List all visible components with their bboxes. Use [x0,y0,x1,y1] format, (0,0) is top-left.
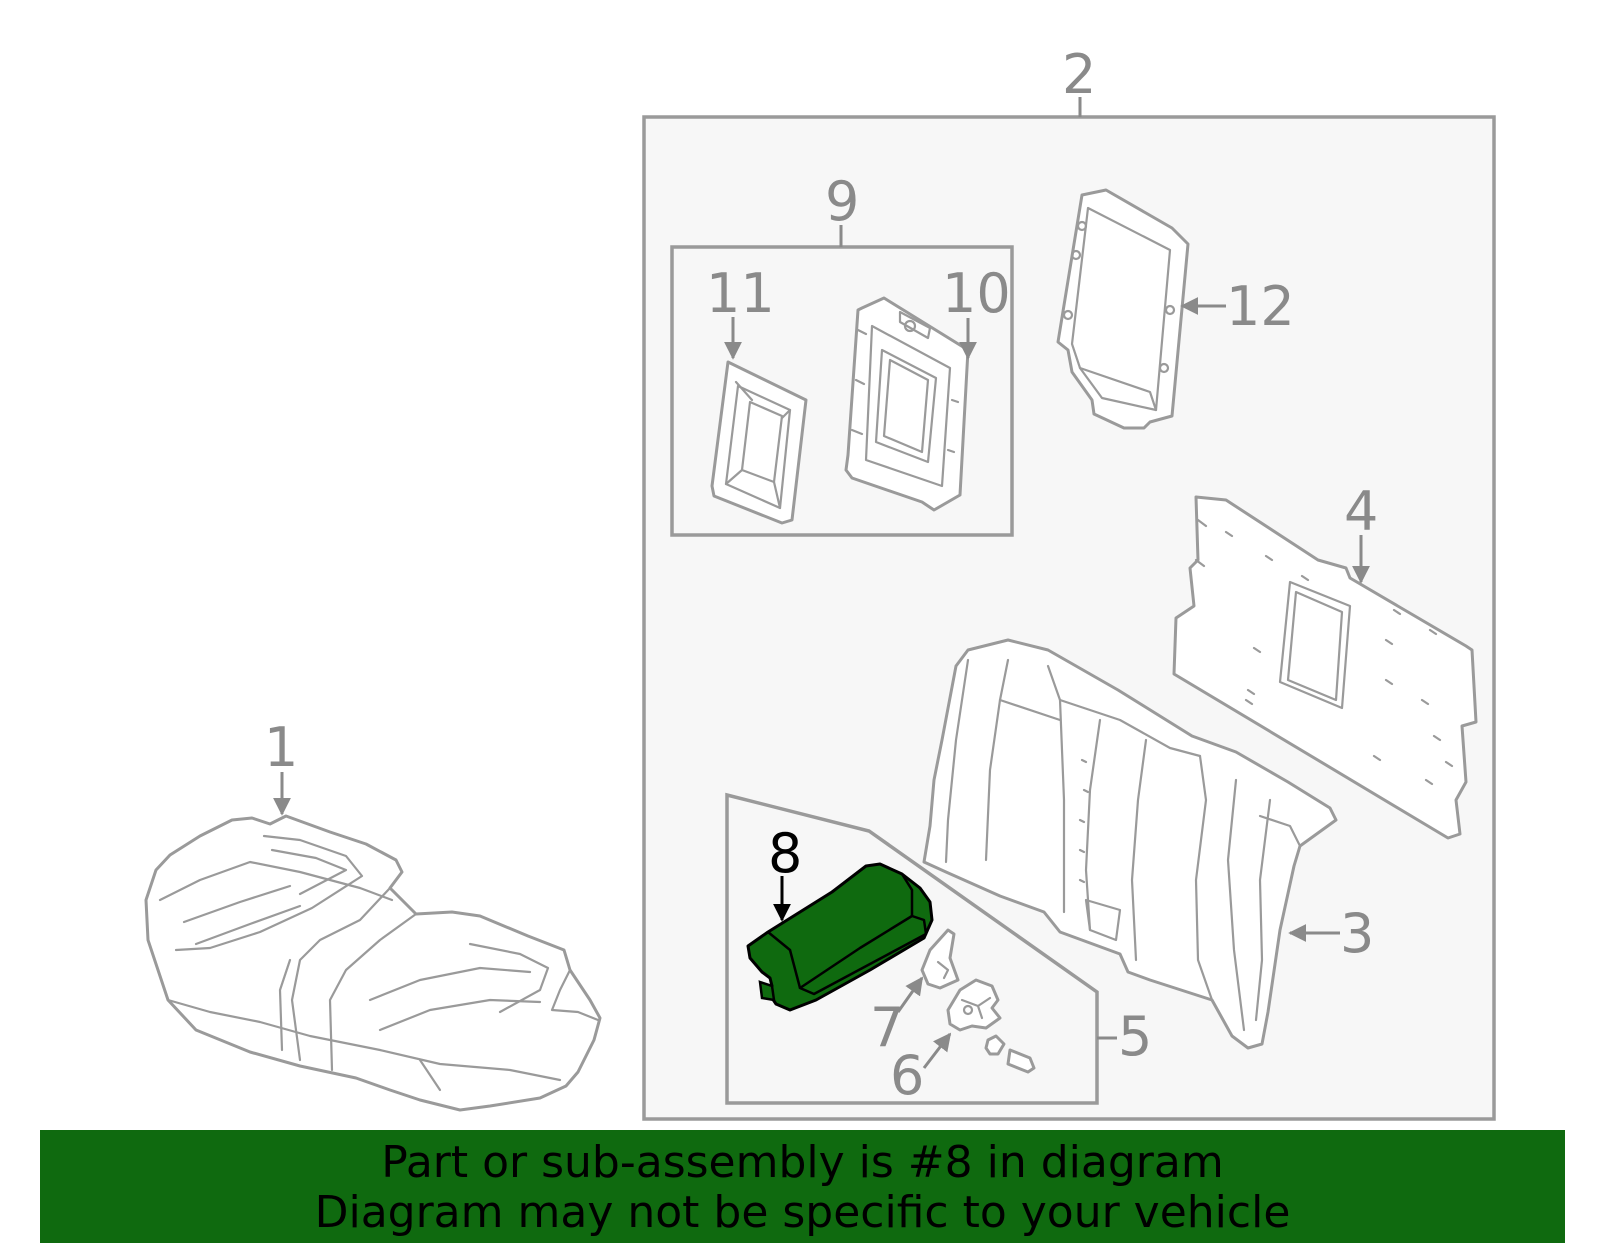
callout-9: 9 [825,170,859,233]
callout-4: 4 [1344,480,1378,543]
callout-7: 7 [870,996,904,1059]
callout-8[interactable]: 8 [768,822,802,885]
part-12-panel [1056,188,1190,430]
part-6-bracket [946,978,1036,1074]
part-1-seat-cushion [144,814,602,1112]
callout-3: 3 [1340,902,1374,965]
callout-10: 10 [942,262,1011,325]
callout-5: 5 [1118,1005,1152,1068]
callout-1: 1 [264,716,298,779]
callout-2: 2 [1062,43,1096,106]
assembly-5-frame [725,792,1099,1105]
part-3-seat-back [922,638,1338,1050]
part-4-panel [1172,495,1478,840]
footer-line-2: Diagram may not be specific to your vehi… [314,1187,1291,1238]
footer-banner: Part or sub-assembly is #8 in diagram Di… [40,1130,1565,1243]
callout-12: 12 [1226,275,1295,338]
callout-11: 11 [706,262,775,325]
footer-line-1: Part or sub-assembly is #8 in diagram [381,1137,1224,1188]
part-8-armrest [746,862,934,1012]
part-7-cover [920,928,960,990]
part-11-panel [710,360,808,525]
part-10-frame [844,296,970,512]
callout-6: 6 [890,1044,924,1107]
